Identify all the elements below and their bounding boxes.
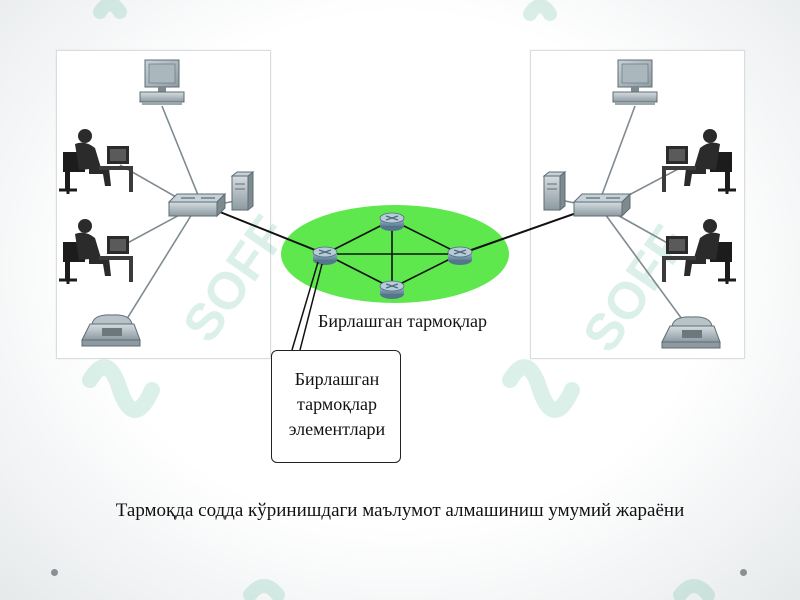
callout-line: элементлари: [288, 419, 386, 439]
ip-phone-icon: [81, 314, 141, 347]
slide-corner-dot: [740, 569, 747, 576]
switch-icon: [168, 193, 226, 217]
internetwork-elements-callout: Бирлашган тармоқлар элементлари: [271, 350, 401, 463]
user-workstation-icon: [57, 127, 135, 196]
switch-icon: [573, 193, 631, 217]
slide-caption: Тармоқда содда кўринишдаги маълумот алма…: [115, 500, 685, 521]
desktop-computer-icon: [139, 59, 185, 106]
internetwork-label: Бирлашган тармоқлар: [318, 311, 487, 331]
callout-line: Бирлашган: [294, 369, 380, 389]
router-icon: [379, 280, 405, 300]
router-icon: [312, 246, 338, 266]
watermark-text: SOFF: [172, 206, 299, 353]
server-icon: [231, 171, 254, 211]
callout-line: тармоқлар: [297, 394, 377, 414]
ip-phone-icon: [661, 316, 721, 349]
user-workstation-icon: [660, 127, 738, 196]
wan-links: [214, 209, 586, 255]
desktop-computer-icon: [612, 59, 658, 106]
router-icon: [447, 246, 473, 266]
router-icon: [379, 212, 405, 232]
server-icon: [543, 171, 566, 211]
user-workstation-icon: [57, 217, 135, 286]
callout-pointer: [291, 261, 323, 351]
slide-corner-dot: [51, 569, 58, 576]
